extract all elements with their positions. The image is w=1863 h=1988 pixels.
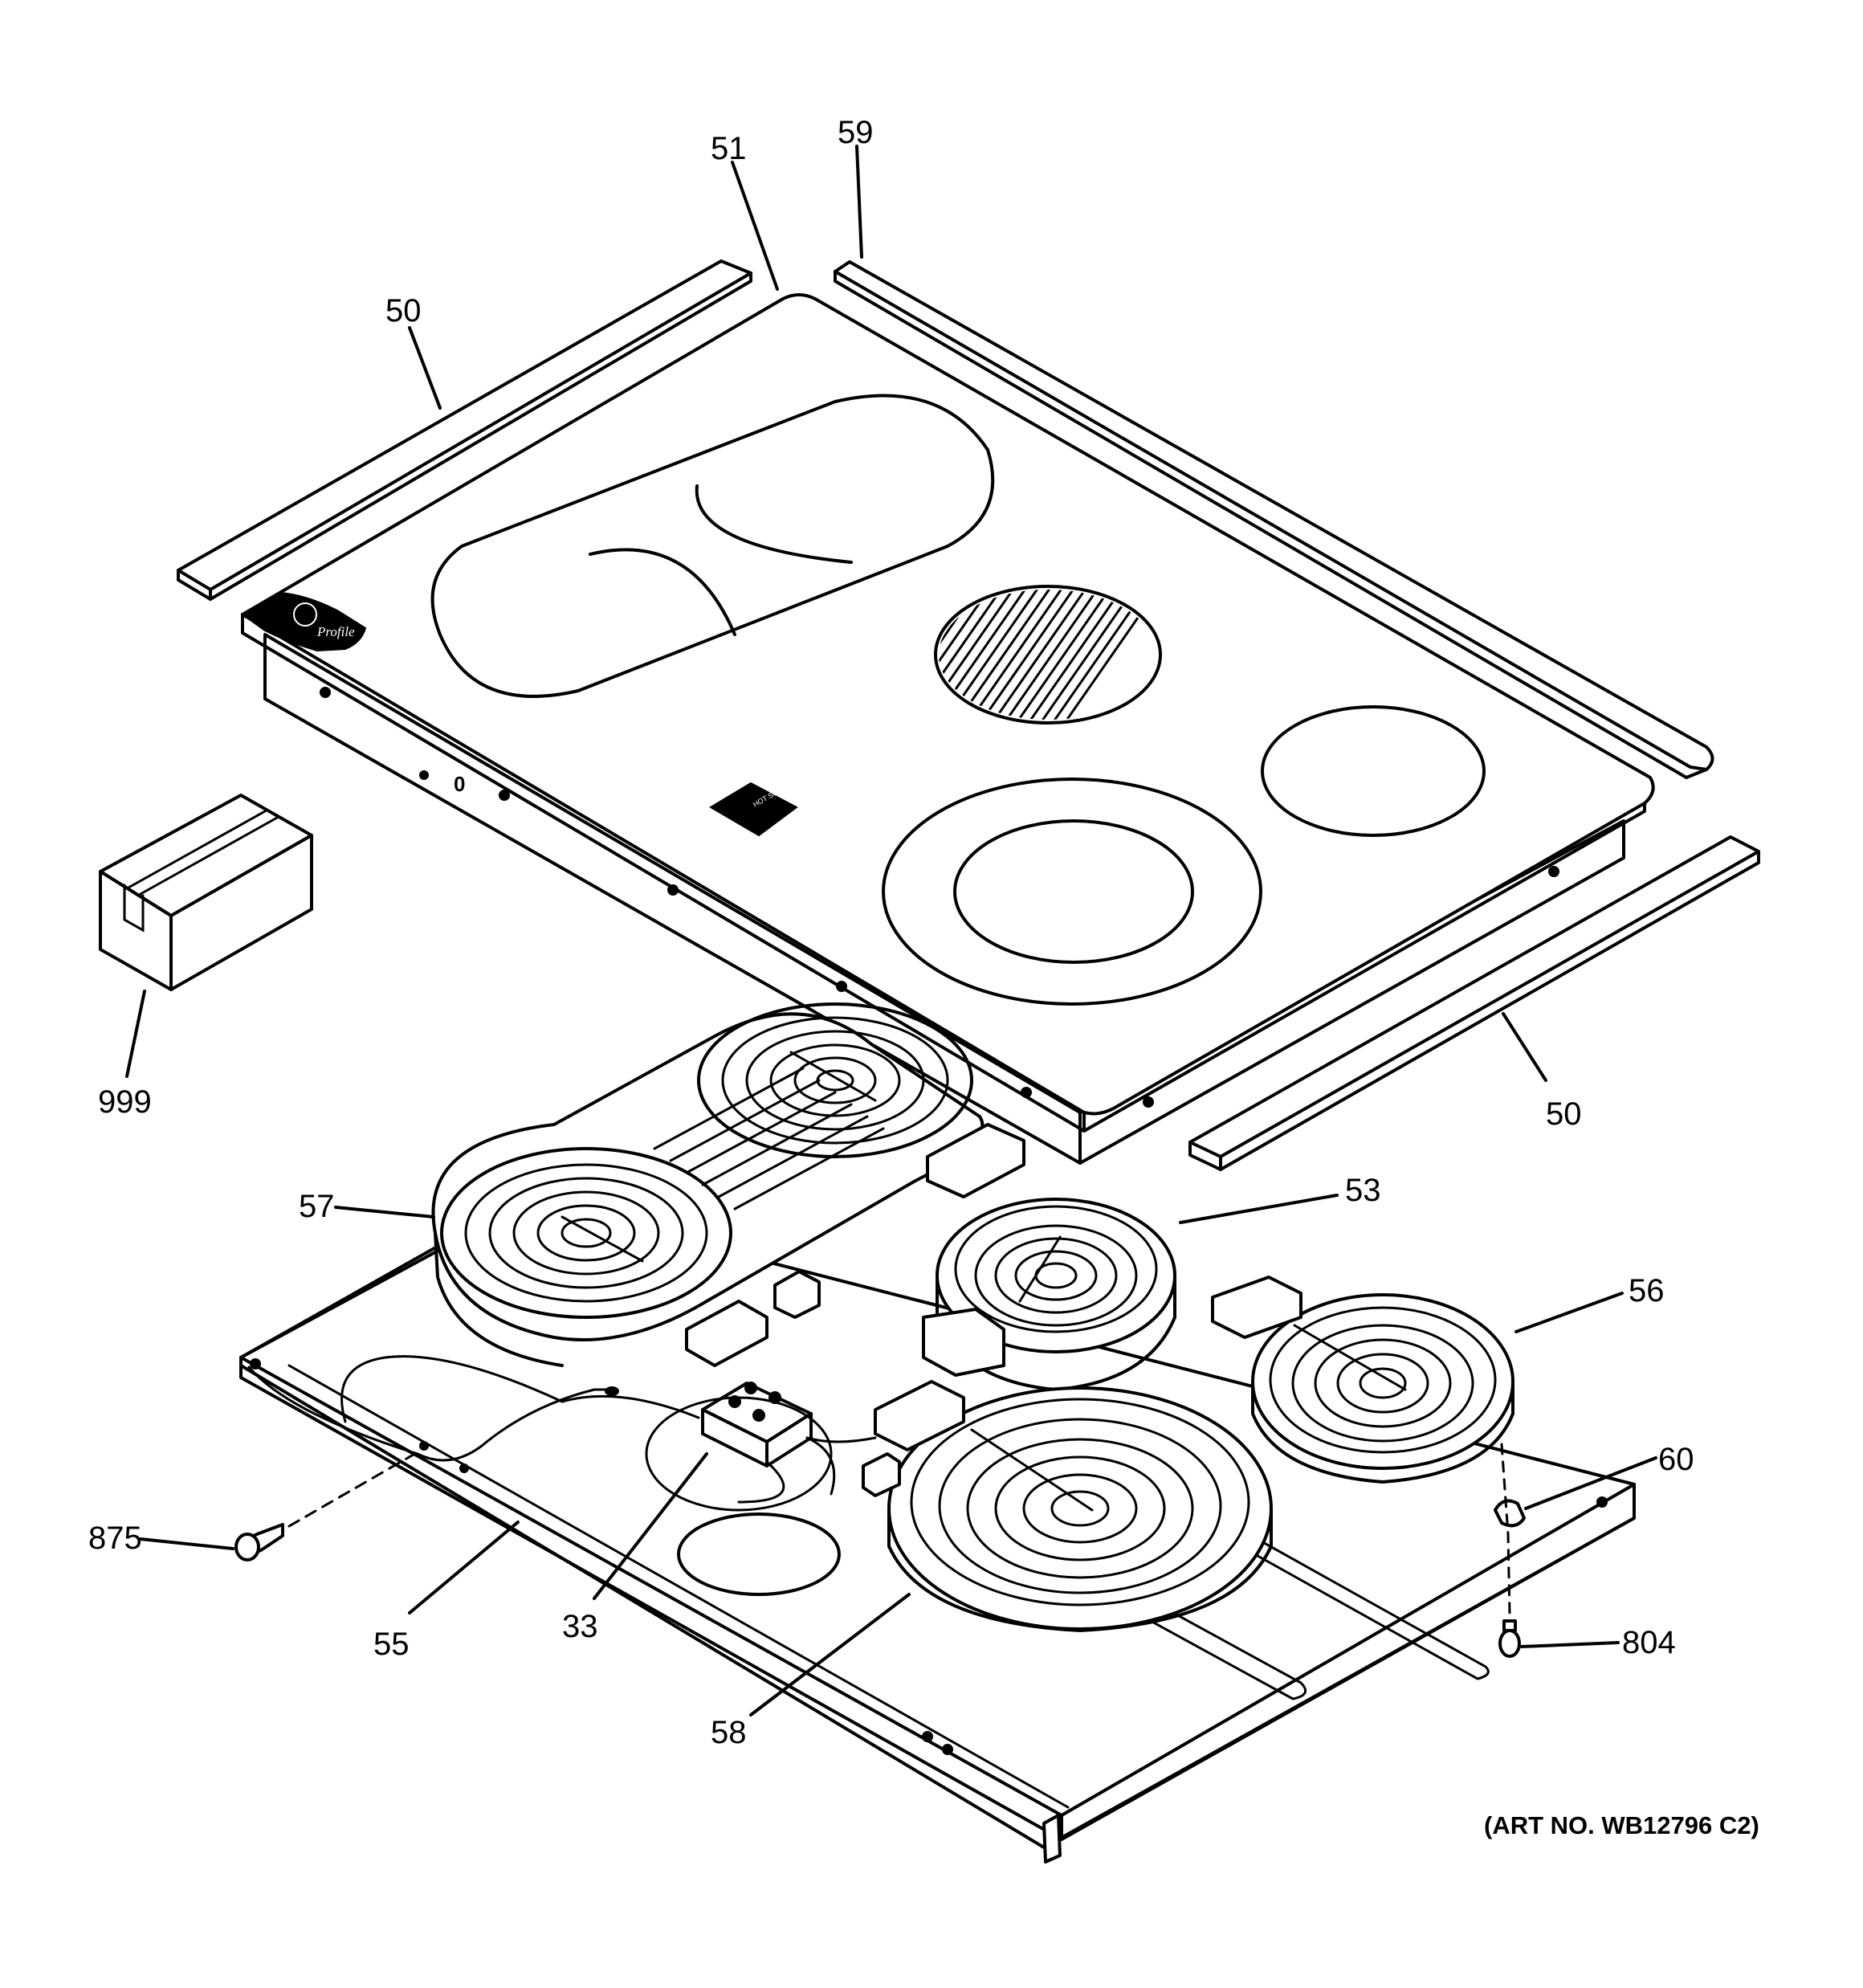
terminal-block (645, 1382, 833, 1512)
part-labels: 51 59 50 50 999 57 53 56 60 875 804 55 3… (88, 115, 1759, 1839)
svg-text:0: 0 (454, 772, 465, 796)
svg-text:Profile: Profile (316, 624, 355, 639)
screw-875 (234, 1451, 419, 1561)
right-burner-element (1211, 1276, 1514, 1484)
label-60: 60 (1658, 1442, 1694, 1477)
brand-logo: Profile (241, 591, 367, 652)
label-51: 51 (711, 131, 747, 166)
parts-box (99, 794, 313, 991)
label-59: 59 (838, 115, 874, 150)
label-50-top: 50 (385, 293, 422, 329)
bridge-burner-element (431, 1002, 1025, 1367)
art-number: (ART NO. WB12796 C2) (1484, 1811, 1759, 1839)
label-53: 53 (1345, 1173, 1381, 1208)
label-57: 57 (299, 1189, 335, 1224)
top-trim-strip-right (834, 260, 1714, 779)
glass-cooktop: Profile HOT SURFACE (241, 293, 1655, 1165)
bottom-trim-strip-right (1188, 835, 1760, 1171)
leader-lines (125, 145, 1657, 1717)
label-804: 804 (1622, 1625, 1676, 1660)
label-999: 999 (98, 1084, 152, 1120)
label-56: 56 (1629, 1273, 1665, 1308)
label-33: 33 (562, 1609, 598, 1644)
top-trim-strip-left (177, 259, 752, 601)
label-58: 58 (711, 1715, 747, 1750)
label-875: 875 (88, 1521, 142, 1556)
large-burner-element (862, 1380, 1273, 1632)
clip-60 (1494, 1443, 1526, 1616)
label-55: 55 (373, 1627, 410, 1662)
screw-804 (1498, 1619, 1521, 1658)
wiring-harness (247, 1355, 877, 1504)
label-50-right: 50 (1546, 1096, 1582, 1132)
